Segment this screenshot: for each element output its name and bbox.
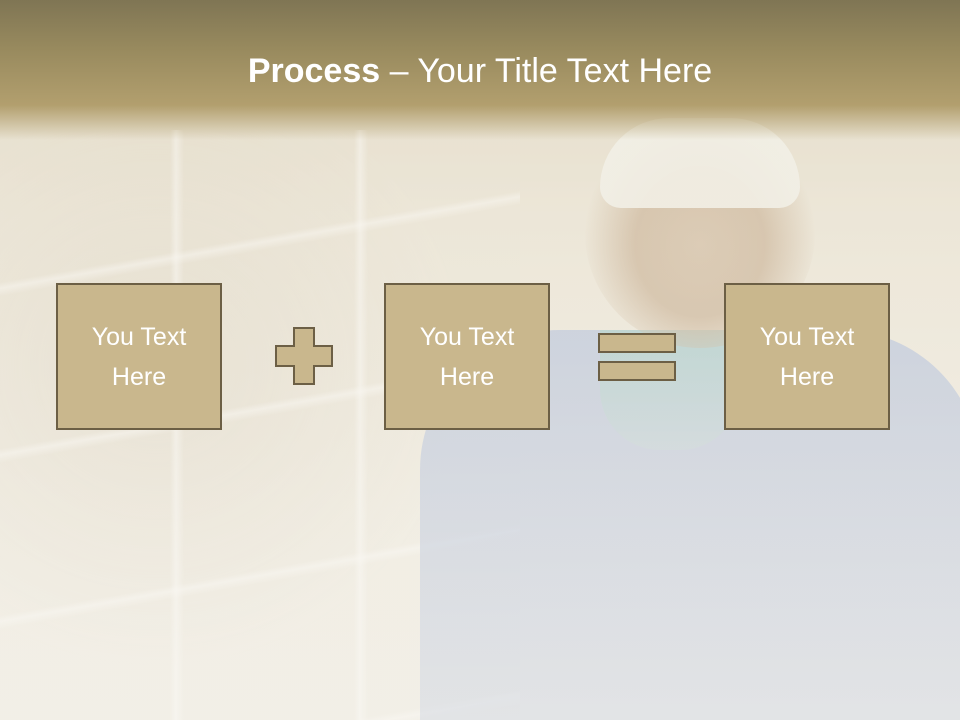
title-bold: Process: [247, 52, 381, 90]
slide-title: Process – Your Title Text Here: [0, 52, 960, 91]
equals-icon: [598, 333, 676, 381]
process-box-2-line1: You Text: [419, 322, 515, 351]
title-band: [0, 0, 960, 140]
process-box-1-line2: Here: [111, 362, 167, 391]
process-box-3-line2: Here: [779, 362, 835, 391]
process-box-1-line1: You Text: [91, 322, 187, 351]
plus-icon: [275, 327, 333, 385]
process-box-3-line1: You Text: [759, 322, 855, 351]
process-box-2-line2: Here: [439, 362, 495, 391]
title-rest: Your Title Text Here: [417, 52, 713, 90]
title-separator: –: [380, 52, 418, 90]
